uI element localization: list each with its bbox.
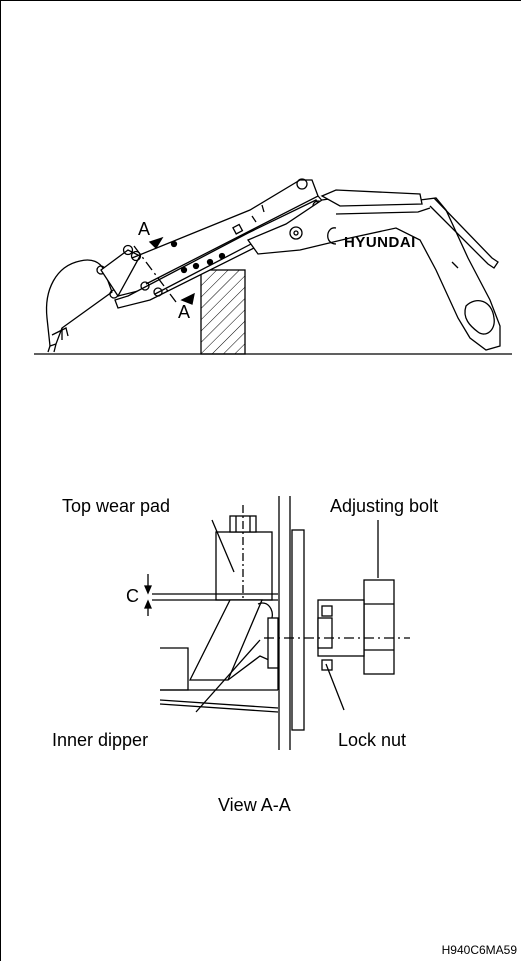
brand-logo-text: HYUNDAI <box>344 234 416 251</box>
lock-nut <box>317 617 333 649</box>
top-wear-pad <box>215 531 273 601</box>
section-mark-a-lower: A <box>178 302 191 322</box>
inner-dipper <box>188 599 263 681</box>
label-inner-dipper: Inner dipper <box>52 730 149 750</box>
label-adjusting-bolt: Adjusting bolt <box>330 496 439 516</box>
label-lock-nut: Lock nut <box>338 730 407 750</box>
dipper-arm <box>114 178 328 309</box>
page-frame-left-border <box>0 0 1 961</box>
label-clearance-c: C <box>126 586 139 606</box>
section-mark-a-upper: A <box>138 219 151 239</box>
adjusting-bolt-head <box>363 579 395 675</box>
hydraulic-cylinder <box>320 189 499 269</box>
page-frame-top-border <box>0 0 521 1</box>
view-caption: View A-A <box>218 795 291 815</box>
view-a-a-detail <box>144 496 410 750</box>
figure-code: H940C6MA59 <box>441 943 517 957</box>
label-top-wear-pad: Top wear pad <box>62 496 171 516</box>
support-block <box>200 269 246 355</box>
section-line-a-a <box>133 236 195 305</box>
bucket-linkage <box>100 244 143 298</box>
backhoe-side-view <box>34 178 512 355</box>
